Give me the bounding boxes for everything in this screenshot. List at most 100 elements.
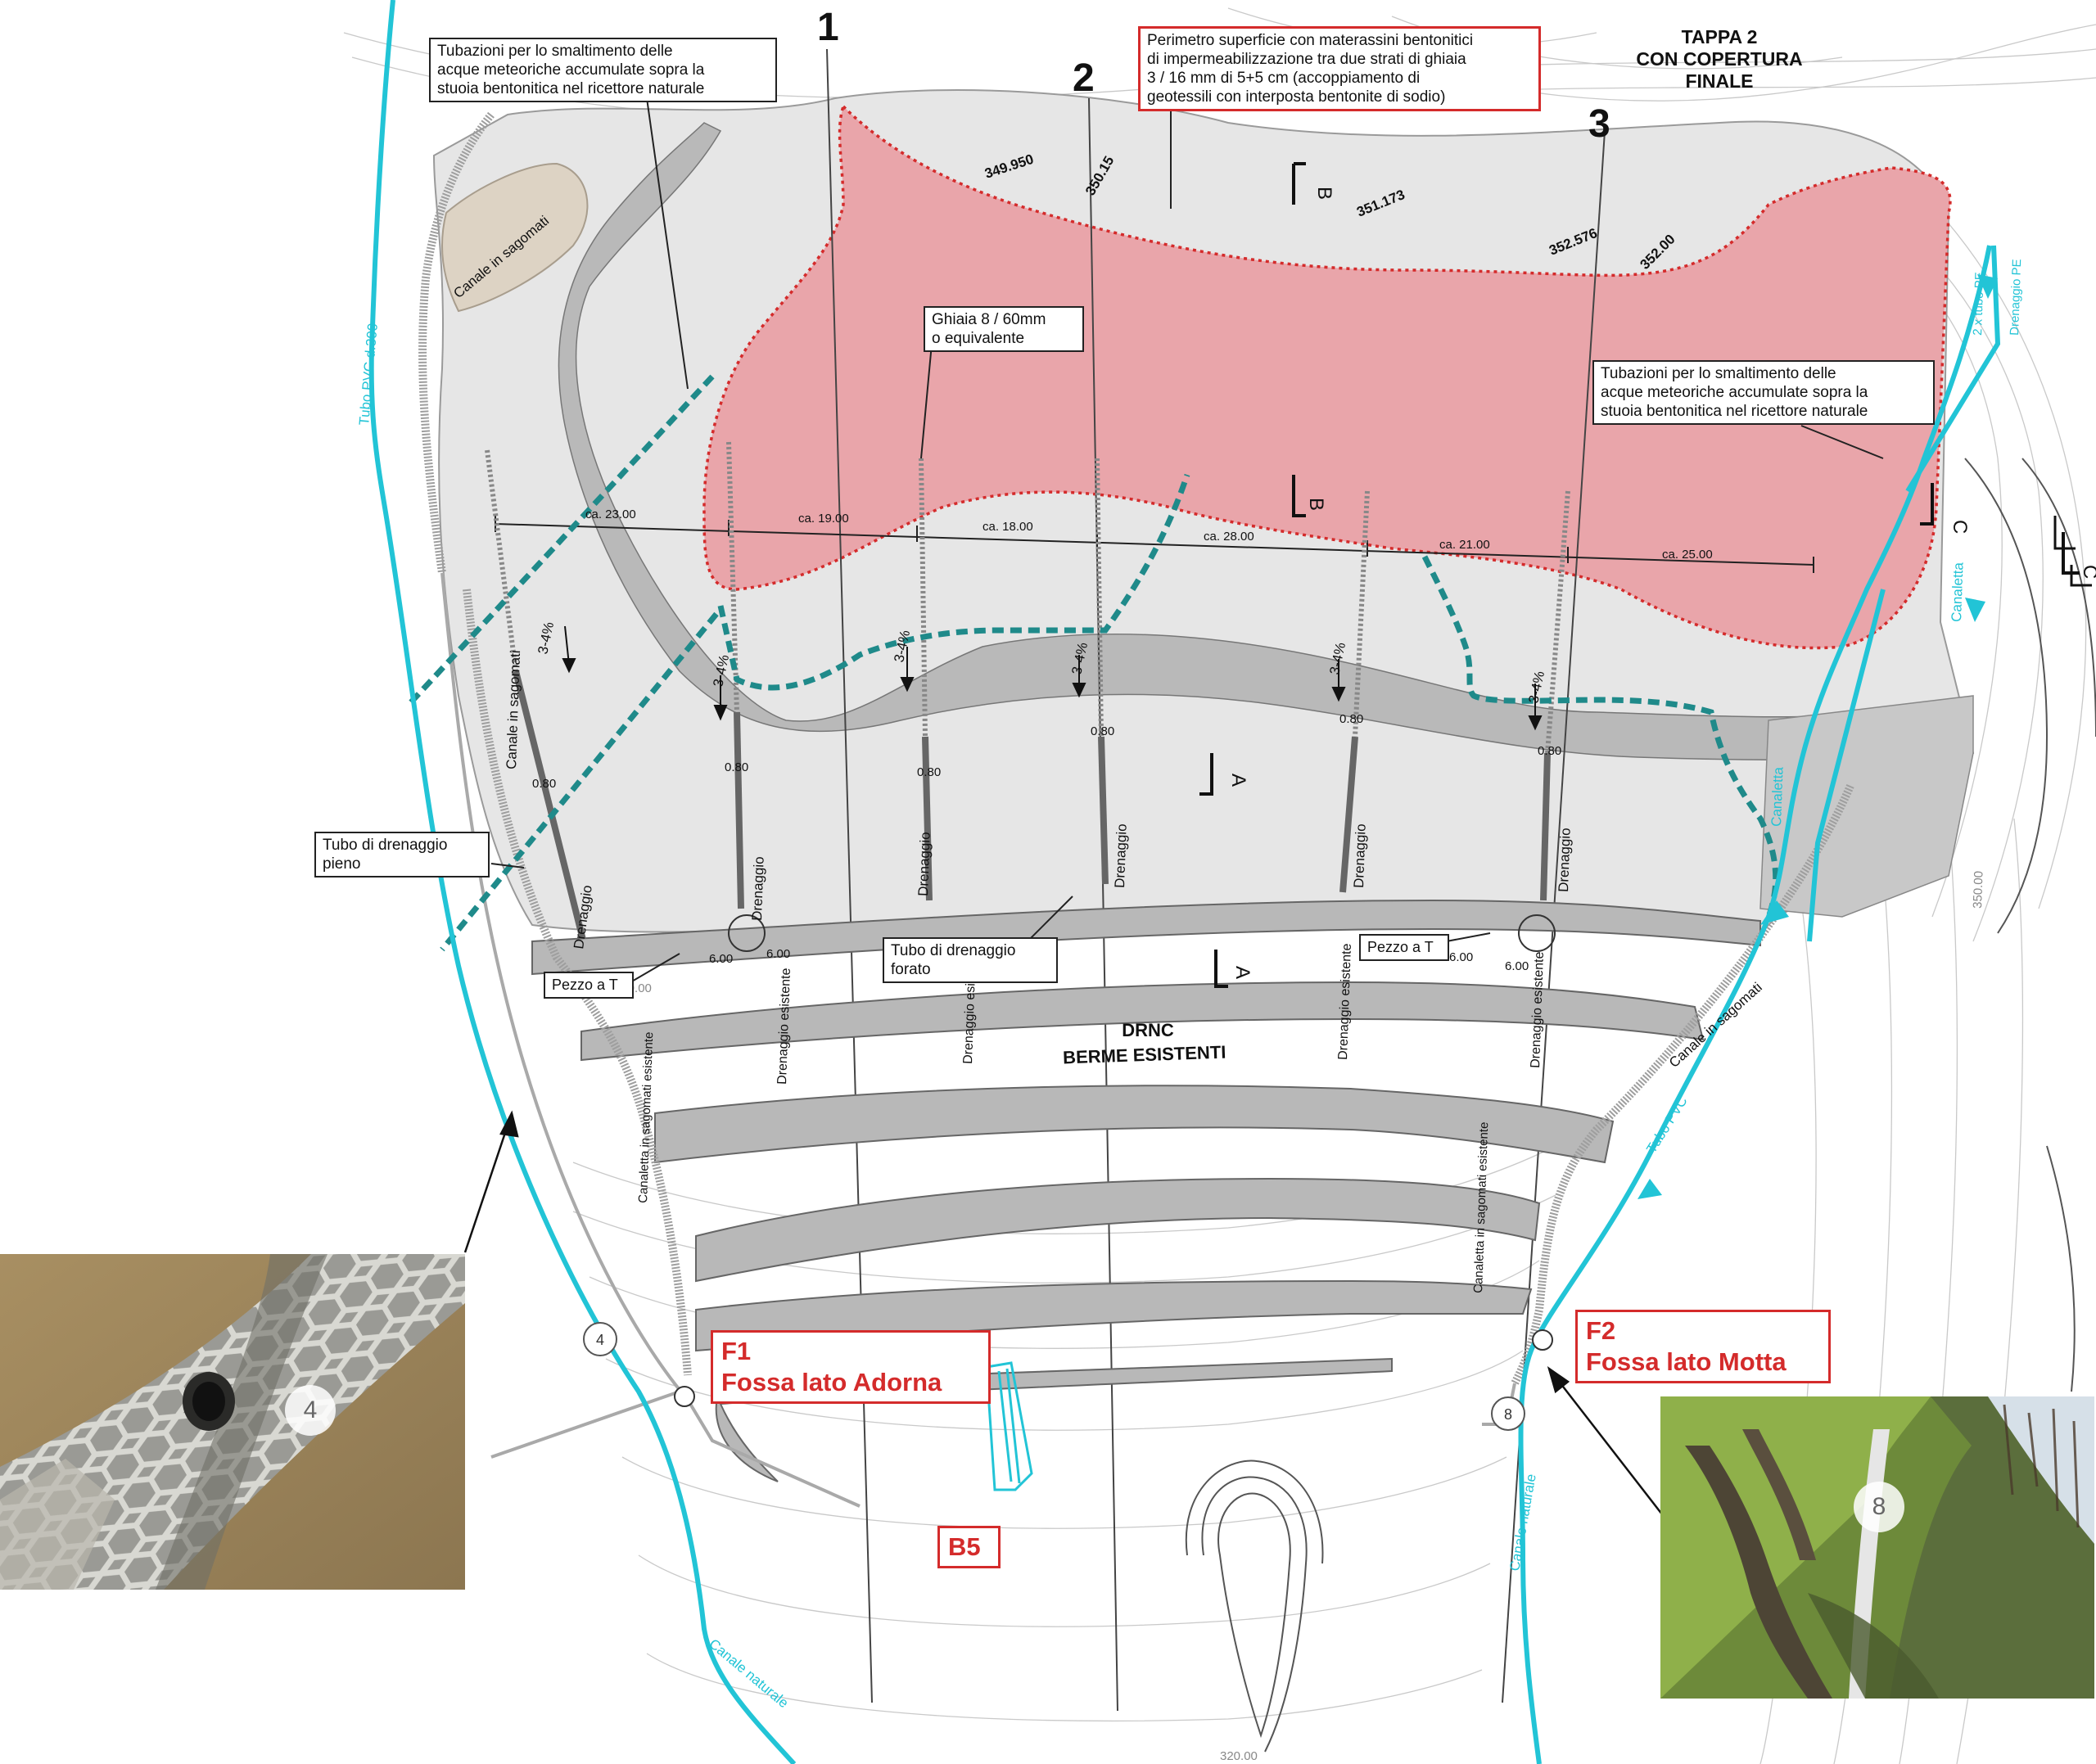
note-line: Tubo di drenaggio [323,837,448,854]
b5-structure [985,1361,1033,1491]
map-badge-4-text: 4 [596,1332,604,1348]
photo-4-image [0,1254,465,1590]
drnc-labels: DRNC BERME ESISTENTI [1063,1020,1226,1067]
cyan-channels [368,0,2001,1764]
tappa-line-1: TAPPA 2 [1681,26,1758,47]
tappa-line-2: CON COPERTURA [1636,48,1803,70]
w-2: 0.80 [725,760,748,774]
note-line: Tubo di drenaggio [891,942,1016,959]
mark-a2: A [1231,966,1254,979]
dren-3: Drenaggio [915,832,933,896]
dist-5: ca. 21.00 [1439,538,1490,552]
tubo-pe: 2 x tubo PE [1971,272,1987,336]
f1-name: Fossa lato Adorna [721,1368,942,1396]
tubo-pvc-d300: Tubo PVC d.300 [356,323,381,426]
photo-8-grass-channel: 8 [1660,1396,2094,1699]
drenaggio-pe: Drenaggio PE [2008,259,2024,336]
slope-arrows [562,625,1543,731]
section-marks [1199,162,2080,988]
note-line: Ghiaia 8 / 60mm [932,311,1046,328]
tan-area [441,162,589,313]
existing-channels [418,111,1854,1386]
dist-3: ca. 18.00 [982,520,1033,534]
map-badge-4: 4 [583,1322,617,1356]
tubo-pvc: Tubo PVC [1643,1094,1690,1156]
canaletta-right: Canaletta [1949,562,1967,622]
note-line: 3 / 16 mm di 5+5 cm (accoppiamento di [1147,70,1421,87]
mark-b2: B [1305,498,1327,511]
mark-b1: B [1313,187,1335,200]
bentonite-mat-area [702,103,1952,650]
note-line: Tubazioni per lo smaltimento delle [1601,365,1836,382]
canale-naturale-2: Canale naturale [1506,1473,1539,1572]
note-line: di impermeabilizzazione tra due strati d… [1147,51,1466,68]
section-mark-letters: B B A A C C [1227,187,2096,979]
drainage-risers-dotted [485,441,1570,754]
canaletta-esistente-1: Canaletta in sagomati esistente [636,1031,656,1203]
dren-4: Drenaggio [1112,823,1130,888]
note-tubazioni-right: Tubazioni per lo smaltimento delle acque… [1592,360,1935,425]
w-5: 0.80 [1339,712,1363,726]
canaletta-mid: Canaletta [1768,766,1787,827]
contour-350: 350.00 [1971,871,1986,909]
s-2: 6.00 [766,947,790,961]
section-number-3: 3 [1588,102,1610,146]
berme-esistenti: BERME ESISTENTI [1063,1042,1226,1068]
section-number-2: 2 [1073,56,1095,100]
dren-es-1: Drenaggio esistente [775,968,793,1085]
note-line: Perimetro superficie con materassini ben… [1147,32,1474,49]
drenaggio-esistente-labels: Drenaggio esistente Drenaggio esistente … [775,943,1547,1085]
f1-code: F1 [721,1337,752,1365]
w-3: 0.80 [917,765,941,779]
central-mound [1185,1459,1324,1753]
s-1: 6.00 [709,952,733,966]
width-labels: 0.80 0.80 0.80 0.80 0.80 0.80 [532,712,1561,791]
tappa-line-3: FINALE [1685,70,1754,92]
note-line: acque meteoriche accumulate sopra la [1601,384,1868,401]
section-number-1: 1 [817,6,839,49]
note-pezzo-t-left: Pezzo a T [544,972,634,999]
road [1964,458,2096,1392]
dist-1: ca. 23.00 [585,508,636,521]
note-tubazioni-top-left: Tubazioni per lo smaltimento delle acque… [429,38,777,102]
label-f2: F2 Fossa lato Motta [1575,1310,1831,1383]
w-4: 0.80 [1091,724,1114,738]
note-line: stuoia bentonitica nel ricettore natural… [437,80,705,97]
w-1: 0.80 [532,777,556,791]
label-f1: F1 Fossa lato Adorna [711,1330,991,1404]
mark-a1: A [1227,774,1249,787]
mark-c1: C [1949,520,1971,534]
photo-4-concrete-channel: 4 [0,1254,465,1590]
mark-c2: C [2079,565,2096,579]
dren-6: Drenaggio [1556,828,1574,892]
f2-code: F2 [1586,1316,1616,1345]
map-badge-8: 8 [1491,1396,1525,1431]
distance-labels: ca. 23.00 ca. 19.00 ca. 18.00 ca. 28.00 … [585,508,1713,562]
note-line: Tubazioni per lo smaltimento delle [437,43,673,60]
dist-6: ca. 25.00 [1662,548,1713,562]
right-slab [1759,695,1974,918]
map-badge-8-text: 8 [1504,1406,1512,1423]
note-tubo-forato: Tubo di drenaggio forato [883,937,1058,983]
dren-2: Drenaggio [749,856,767,921]
contour-320: 320.00 [1220,1749,1258,1763]
cyan-arrows [1638,274,1998,1199]
note-line: pieno [323,855,361,873]
photo-8-image [1660,1396,2094,1699]
label-b5: B5 [937,1526,1001,1568]
canaletta-esistente-2: Canaletta in sagomati esistente [1471,1121,1491,1293]
photo-pointers [463,1110,1663,1515]
note-line: geotessili con interposta bentonite di s… [1147,88,1446,106]
note-tubo-pieno: Tubo di drenaggio pieno [314,832,490,877]
w-6: 0.80 [1538,744,1561,758]
note-ghiaia: Ghiaia 8 / 60mm o equivalente [924,306,1084,352]
photo-8-badge: 8 [1854,1482,1904,1532]
drainage-risers [513,670,1551,950]
dren-5: Drenaggio [1351,823,1369,888]
dist-2: ca. 19.00 [798,512,849,526]
manholes [674,914,1556,1407]
dist-4: ca. 28.00 [1204,530,1254,544]
note-perimetro: Perimetro superficie con materassini ben… [1138,26,1541,111]
note-line: forato [891,961,931,978]
